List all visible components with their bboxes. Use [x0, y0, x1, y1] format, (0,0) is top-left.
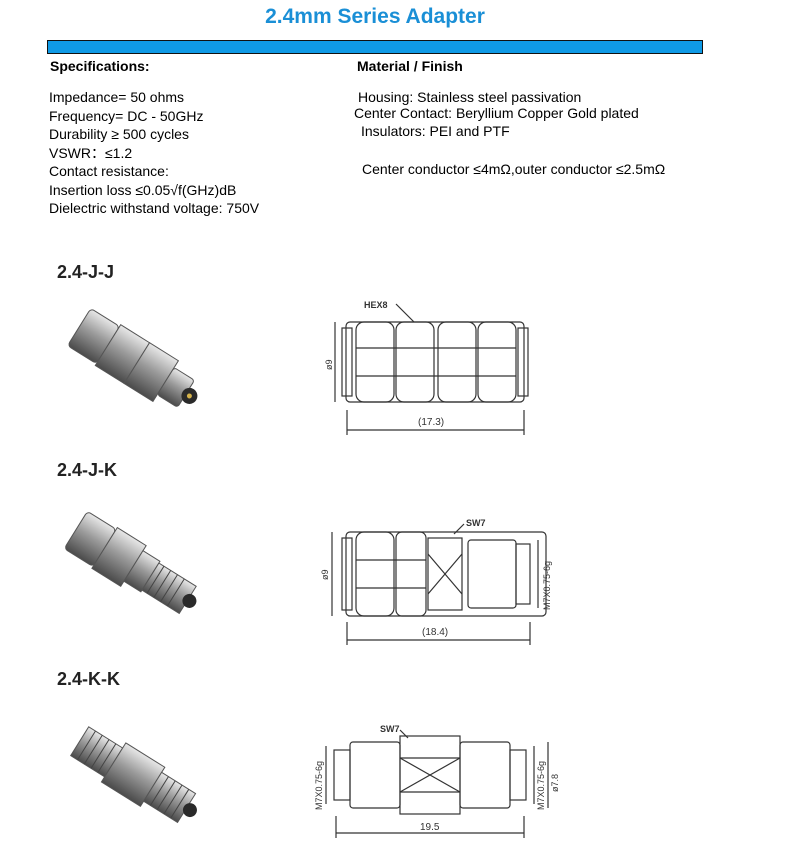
label-hex-jj: HEX8 [364, 300, 388, 310]
label-dia-jk: ø9 [320, 569, 330, 580]
label-length-kk: 19.5 [420, 822, 440, 833]
label-thread-right-kk: M7X0.75-6g [536, 761, 546, 810]
material-contact-resistance: Center conductor ≤4mΩ,outer conductor ≤2… [362, 161, 666, 177]
label-sw-jk: SW7 [466, 518, 486, 528]
drawing-jj: HEX8 ø9 (17.3) [324, 300, 529, 435]
model-label-jj: 2.4-J-J [57, 262, 115, 282]
spec-dielectric: Dielectric withstand voltage: 750V [49, 200, 260, 216]
adapter-photo-kk [69, 726, 197, 824]
header-bar [47, 40, 703, 54]
spec-frequency: Frequency= DC - 50GHz [49, 107, 204, 124]
material-housing: Housing: Stainless steel passivation [358, 89, 582, 105]
adapter-photo-jk [65, 512, 197, 615]
material-insulators: Insulators: PEI and PTF [361, 123, 510, 139]
drawing-jk: SW7 ø9 M7X0.75-6g (18.4) [320, 518, 552, 645]
label-dia-jj: ø9 [324, 359, 334, 370]
label-length-jj: (17.3) [418, 417, 444, 428]
model-label-kk: 2.4-K-K [57, 669, 121, 689]
spec-vswr: VSWR：≤1.2 [49, 144, 133, 161]
spec-durability: Durability ≥ 500 cycles [49, 126, 189, 142]
label-thread-left-kk: M7X0.75-6g [314, 761, 324, 810]
label-sw-kk: SW7 [380, 724, 400, 734]
spec-insertion-loss: Insertion loss ≤0.05√f(GHz)dB [49, 181, 237, 198]
page-title: 2.4mm Series Adapter [265, 5, 485, 28]
model-label-jk: 2.4-J-K [57, 460, 118, 480]
material-heading: Material / Finish [357, 58, 463, 74]
label-thread-jk: M7X0.75-6g [542, 561, 552, 610]
label-dia-kk: ø7.8 [550, 774, 560, 792]
adapter-photo-jj [68, 309, 198, 407]
specifications-list: Impedance= 50 ohms Frequency= DC - 50GHz… [49, 88, 259, 218]
spec-impedance: Impedance= 50 ohms [49, 89, 185, 105]
spec-contact-resistance: Contact resistance: [49, 163, 169, 179]
specifications-heading: Specifications: [50, 58, 150, 74]
label-length-jk: (18.4) [422, 627, 448, 638]
drawing-kk: SW7 M7X0.75-6g M7X0.75-6g ø7.8 19.5 [314, 724, 560, 838]
material-center-contact: Center Contact: Beryllium Copper Gold pl… [354, 105, 639, 121]
